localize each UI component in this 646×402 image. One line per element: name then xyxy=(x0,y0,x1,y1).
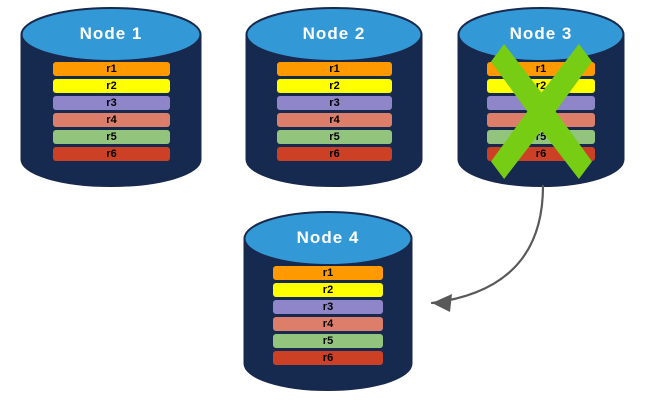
data-row-r5[interactable]: r5 xyxy=(273,334,383,348)
cylinder-top-ellipse xyxy=(243,211,413,266)
data-row-label: r2 xyxy=(106,79,117,92)
data-row-r6[interactable]: r6 xyxy=(273,351,383,365)
data-row-r2[interactable]: r2 xyxy=(273,283,383,297)
data-row-label: r4 xyxy=(106,113,117,126)
data-row-r1[interactable]: r1 xyxy=(277,62,392,76)
data-row-r4[interactable]: r4 xyxy=(273,317,383,331)
cylinder-top-ellipse xyxy=(245,7,423,62)
data-row-label: r3 xyxy=(322,300,334,313)
data-row-label: r1 xyxy=(106,62,117,75)
data-row-label: r3 xyxy=(535,96,547,109)
data-row-label: r2 xyxy=(535,79,547,92)
data-row-label: r5 xyxy=(322,334,334,347)
data-row-label: r4 xyxy=(322,317,334,330)
row-list: r1 r2 r3 r4 r5 r6 xyxy=(273,266,383,365)
data-row-label: r3 xyxy=(329,96,340,109)
data-row-r3[interactable]: r3 xyxy=(53,96,170,110)
data-row-r4[interactable]: r4 xyxy=(487,113,595,127)
data-row-label: r5 xyxy=(106,130,117,143)
data-row-r3[interactable]: r3 xyxy=(273,300,383,314)
data-row-r1[interactable]: r1 xyxy=(53,62,170,76)
data-row-r5[interactable]: r5 xyxy=(53,130,170,144)
data-row-label: r2 xyxy=(322,283,334,296)
data-row-r3[interactable]: r3 xyxy=(277,96,392,110)
data-row-r5[interactable]: r5 xyxy=(277,130,392,144)
data-row-label: r5 xyxy=(329,130,340,143)
data-row-r1[interactable]: r1 xyxy=(487,62,595,76)
data-row-r6[interactable]: r6 xyxy=(53,147,170,161)
data-row-r2[interactable]: r2 xyxy=(53,79,170,93)
data-row-r5[interactable]: r5 xyxy=(487,130,595,144)
data-row-label: r3 xyxy=(106,96,117,109)
cylinder-top-ellipse xyxy=(20,7,202,62)
row-list: r1 r2 r3 r4 r5 r6 xyxy=(53,62,170,161)
data-row-label: r4 xyxy=(535,113,547,126)
data-row-r6[interactable]: r6 xyxy=(277,147,392,161)
data-row-label: r6 xyxy=(322,351,334,364)
data-row-label: r2 xyxy=(329,79,340,92)
data-row-r4[interactable]: r4 xyxy=(53,113,170,127)
data-row-label: r6 xyxy=(535,147,547,160)
data-row-r1[interactable]: r1 xyxy=(273,266,383,280)
row-list: r1 r2 r3 r4 r5 r6 xyxy=(487,62,595,161)
data-row-label: r4 xyxy=(329,113,340,126)
data-row-label: r1 xyxy=(329,62,340,75)
cylinder-top-ellipse xyxy=(457,7,625,62)
data-row-label: r6 xyxy=(106,147,117,160)
data-row-r6[interactable]: r6 xyxy=(487,147,595,161)
data-row-r2[interactable]: r2 xyxy=(487,79,595,93)
data-row-label: r6 xyxy=(329,147,340,160)
row-list: r1 r2 r3 r4 r5 r6 xyxy=(277,62,392,161)
data-row-r2[interactable]: r2 xyxy=(277,79,392,93)
data-row-r3[interactable]: r3 xyxy=(487,96,595,110)
data-row-r4[interactable]: r4 xyxy=(277,113,392,127)
data-row-label: r1 xyxy=(322,266,334,279)
data-row-label: r1 xyxy=(535,62,547,75)
data-row-label: r5 xyxy=(535,130,547,143)
